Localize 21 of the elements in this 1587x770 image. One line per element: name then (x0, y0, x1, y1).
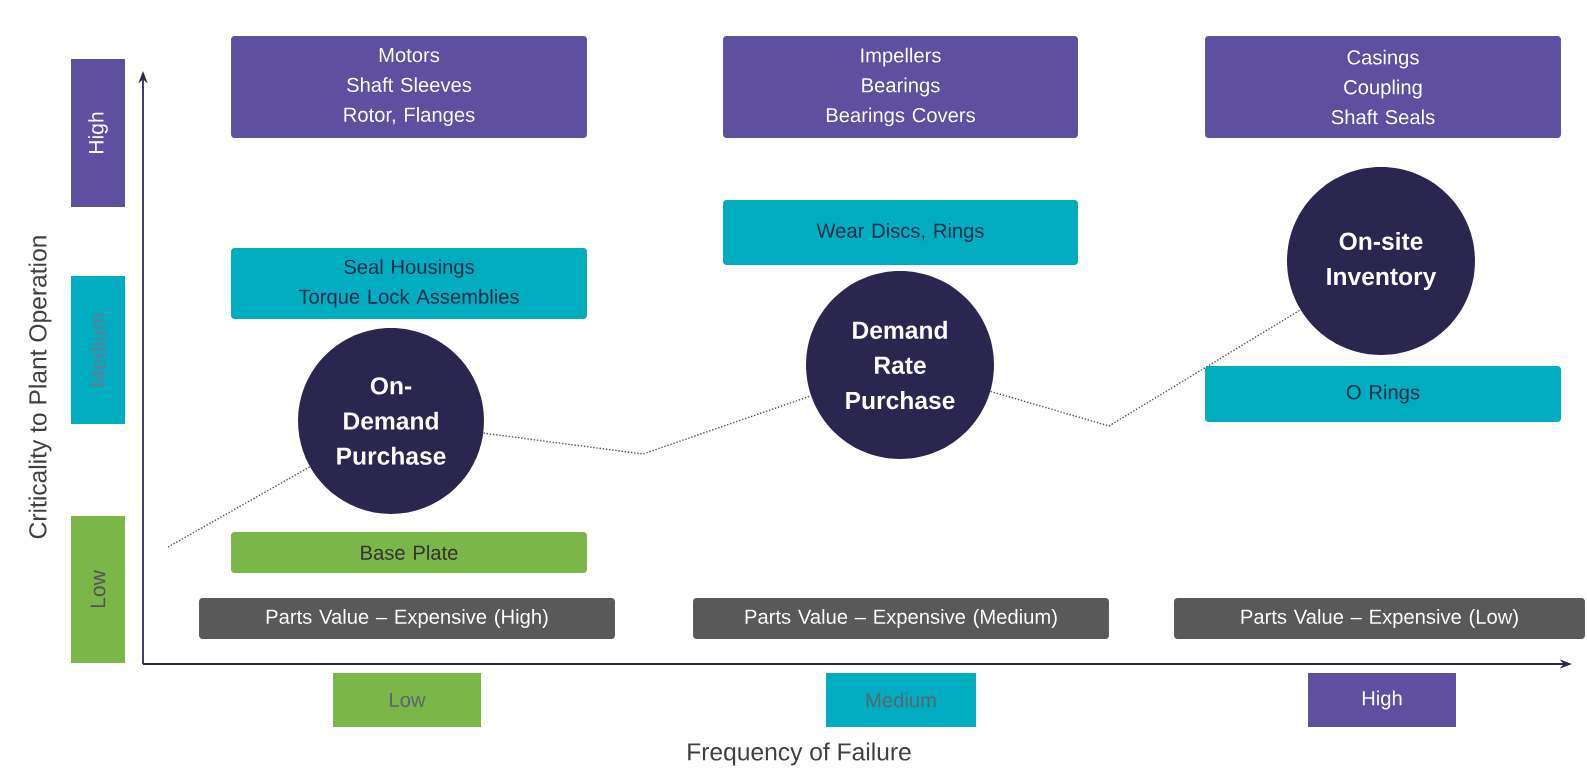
parts-box: Casings Coupling Shaft Seals (1205, 36, 1561, 138)
level-box: High (71, 59, 125, 207)
connector-line (482, 395, 812, 455)
value-bar: Parts Value – Expensive (Low) (1174, 598, 1585, 639)
level-box: Medium (71, 276, 125, 424)
parts-box: Base Plate (231, 532, 587, 573)
parts-box: Wear Discs, Rings (723, 200, 1078, 265)
axis-title: Frequency of Failure (688, 742, 911, 766)
parts-box: Seal Housings Torque Lock Assemblies (231, 248, 587, 319)
axis-title: Criticality to Plant Operation (28, 236, 52, 539)
value-bar: Parts Value – Expensive (Medium) (693, 598, 1109, 639)
level-box: Low (71, 516, 125, 663)
connector-line (989, 309, 1302, 427)
parts-box: Impellers Bearings Bearings Covers (723, 36, 1078, 138)
connector-line (167, 466, 311, 548)
parts-box: Motors Shaft Sleeves Rotor, Flanges (231, 36, 587, 138)
level-box: Medium (826, 673, 976, 727)
parts-box: O Rings (1205, 366, 1561, 422)
value-bar: Parts Value – Expensive (High) (199, 598, 615, 639)
level-box: High (1308, 673, 1456, 727)
level-box: Low (333, 673, 481, 727)
